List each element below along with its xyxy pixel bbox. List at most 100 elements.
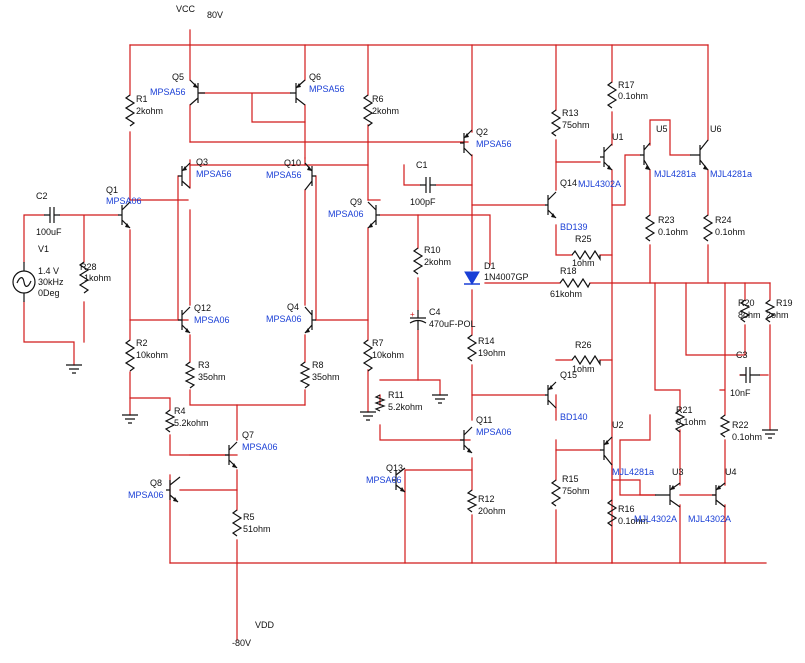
r4-value: 5.2kohm	[174, 418, 209, 428]
r28-value: 1kohm	[84, 273, 111, 283]
r10-ref: R10	[424, 245, 441, 255]
r17-ref: R17	[618, 80, 635, 90]
q5-part: MPSA56	[150, 87, 186, 97]
q13-part: MPSA06	[366, 475, 402, 485]
r18-value: 61kohm	[550, 289, 582, 299]
r11-ref: R11	[388, 390, 404, 400]
q15-ref: Q15	[560, 370, 577, 380]
source-frequency: 30kHz	[38, 277, 64, 287]
r16-value: 0.1ohm	[618, 516, 648, 526]
wires	[23, 29, 771, 641]
q2-ref: Q2	[476, 127, 488, 137]
r14-ref: R14	[478, 336, 495, 346]
q3-part: MPSA56	[196, 169, 232, 179]
r6-ref: R6	[372, 94, 384, 104]
u3-part: MJL4302A	[634, 514, 677, 524]
c4-value: 470uF-POL	[429, 319, 476, 329]
q4-ref: Q4	[287, 302, 299, 312]
svg-text:+: +	[410, 310, 415, 319]
labels: VCC 80V VDD -80V V1 1.4 V 30kHz 0Deg C2 …	[36, 4, 793, 648]
q10-ref: Q10	[284, 158, 301, 168]
ac-source-v1	[12, 262, 36, 302]
u1-ref: U1	[612, 132, 624, 142]
u6-part: MJL4281a	[710, 169, 752, 179]
q7-part: MPSA06	[242, 442, 278, 452]
r6-value: 2kohm	[372, 106, 399, 116]
q9-part: MPSA06	[328, 209, 364, 219]
capacitor-symbols: +	[44, 177, 760, 383]
q12-part: MPSA06	[194, 315, 230, 325]
r15-value: 75ohm	[562, 486, 590, 496]
transistor-symbols	[118, 79, 726, 508]
r7-ref: R7	[372, 338, 384, 348]
r2-ref: R2	[136, 338, 148, 348]
c2-value: 100uF	[36, 227, 62, 237]
r5-value: 51ohm	[243, 524, 271, 534]
r21-value: 0.1ohm	[676, 417, 706, 427]
r17-value: 0.1ohm	[618, 91, 648, 101]
r24-value: 0.1ohm	[715, 227, 745, 237]
r12-ref: R12	[478, 494, 495, 504]
r20-value: 8ohm	[738, 310, 761, 320]
u6-ref: U6	[710, 124, 722, 134]
q9-ref: Q9	[350, 197, 362, 207]
q15-part: BD140	[560, 412, 588, 422]
q8-part: MPSA06	[128, 490, 164, 500]
u4-part: MJL4302A	[688, 514, 731, 524]
q5-ref: Q5	[172, 72, 184, 82]
diode-d1	[464, 271, 480, 285]
q4-part: MPSA06	[266, 314, 302, 324]
ground-symbols	[66, 364, 778, 439]
r1-value: 2kohm	[136, 106, 163, 116]
r23-value: 0.1ohm	[658, 227, 688, 237]
r2-value: 10kohm	[136, 350, 168, 360]
r21-ref: R21	[676, 405, 693, 415]
vcc-label: VCC	[176, 4, 196, 14]
d1-value: 1N4007GP	[484, 272, 529, 282]
r3-value: 35ohm	[198, 372, 226, 382]
u1-part: MJL4302A	[578, 179, 621, 189]
source-amplitude: 1.4 V	[38, 266, 59, 276]
r20-ref: R20	[738, 298, 755, 308]
r15-ref: R15	[562, 474, 579, 484]
q14-ref: Q14	[560, 178, 577, 188]
source-phase: 0Deg	[38, 288, 60, 298]
r24-ref: R24	[715, 215, 732, 225]
r22-value: 0.1ohm	[732, 432, 762, 442]
c3-ref: C3	[736, 350, 748, 360]
q13-ref: Q13	[386, 463, 403, 473]
r1-ref: R1	[136, 94, 148, 104]
q7-ref: Q7	[242, 430, 254, 440]
q1-part: MPSA06	[106, 196, 142, 206]
c2-ref: C2	[36, 191, 48, 201]
q14-part: BD139	[560, 222, 588, 232]
r18-ref: R18	[560, 266, 577, 276]
r7-value: 10kohm	[372, 350, 404, 360]
d1-ref: D1	[484, 261, 496, 271]
q2-part: MPSA56	[476, 139, 512, 149]
u5-ref: U5	[656, 124, 668, 134]
r10-value: 2kohm	[424, 257, 451, 267]
r4-ref: R4	[174, 406, 186, 416]
c3-value: 10nF	[730, 388, 751, 398]
r25-value: 1ohm	[572, 258, 595, 268]
r16-ref: R16	[618, 504, 635, 514]
q8-ref: Q8	[150, 478, 162, 488]
r14-value: 19ohm	[478, 348, 506, 358]
r22-ref: R22	[732, 420, 749, 430]
r13-ref: R13	[562, 108, 579, 118]
r3-ref: R3	[198, 360, 210, 370]
r28-ref: R28	[80, 262, 97, 272]
r19-value: 2ohm	[766, 310, 789, 320]
r19-ref: R19	[776, 298, 793, 308]
resistor-symbols	[78, 81, 776, 537]
r25-ref: R25	[575, 234, 592, 244]
r12-value: 20ohm	[478, 506, 506, 516]
r26-ref: R26	[575, 340, 592, 350]
q12-ref: Q12	[194, 303, 211, 313]
r26-value: 1ohm	[572, 364, 595, 374]
vdd-label: VDD	[255, 620, 275, 630]
q3-ref: Q3	[196, 157, 208, 167]
r5-ref: R5	[243, 512, 255, 522]
c1-ref: C1	[416, 160, 428, 170]
